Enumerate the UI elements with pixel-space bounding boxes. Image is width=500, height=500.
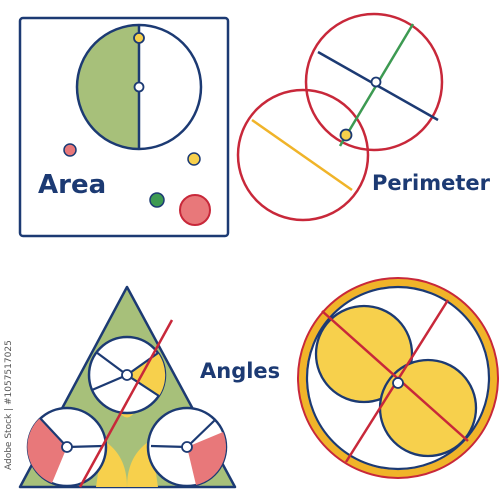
ring-inner-navy (305, 285, 491, 471)
perimeter-chord-yellow (251, 118, 353, 192)
area-label: Area (38, 170, 106, 200)
perimeter-center-point (370, 76, 382, 88)
perimeter-panel: Perimeter (236, 12, 491, 222)
area-dot-large-red (179, 194, 211, 226)
angles-sector-top (127, 353, 166, 396)
area-dot-green (149, 192, 165, 208)
angles-panel: Angles (18, 285, 280, 489)
angles-radius-top-b (126, 374, 160, 397)
angles-point-left (61, 441, 73, 453)
area-center-point (133, 81, 145, 93)
ring-center-point (392, 377, 404, 389)
angles-radius-left-b (66, 444, 104, 449)
angles-radius-right-b (186, 419, 216, 448)
angles-point-right (181, 441, 193, 453)
perimeter-intersection-point (339, 128, 353, 142)
angles-sector-left (27, 418, 67, 483)
angles-radius-top-c (95, 351, 128, 376)
area-shaded-half (77, 25, 139, 149)
ring-diagonal-a (321, 310, 469, 442)
ring-outer-red (297, 277, 499, 479)
angles-radius-top-d (91, 373, 128, 392)
ring-panel (297, 277, 499, 479)
ring-circle-upper (314, 304, 414, 404)
area-panel: Area (18, 16, 230, 238)
area-dot-yellow (187, 152, 201, 166)
perimeter-circle-left (236, 88, 370, 222)
area-top-point (133, 32, 145, 44)
angles-label: Angles (200, 359, 280, 383)
angles-point-top (121, 369, 133, 381)
perimeter-circle-right (304, 12, 444, 152)
stock-watermark: Adobe Stock | #1057517025 (4, 340, 14, 470)
perimeter-label: Perimeter (372, 171, 491, 195)
angles-radius-left-a (39, 417, 68, 448)
area-dot-red (63, 143, 77, 157)
angles-radius-right-a (150, 444, 188, 449)
angles-sector-right (187, 432, 227, 485)
angles-transversal (78, 319, 174, 488)
